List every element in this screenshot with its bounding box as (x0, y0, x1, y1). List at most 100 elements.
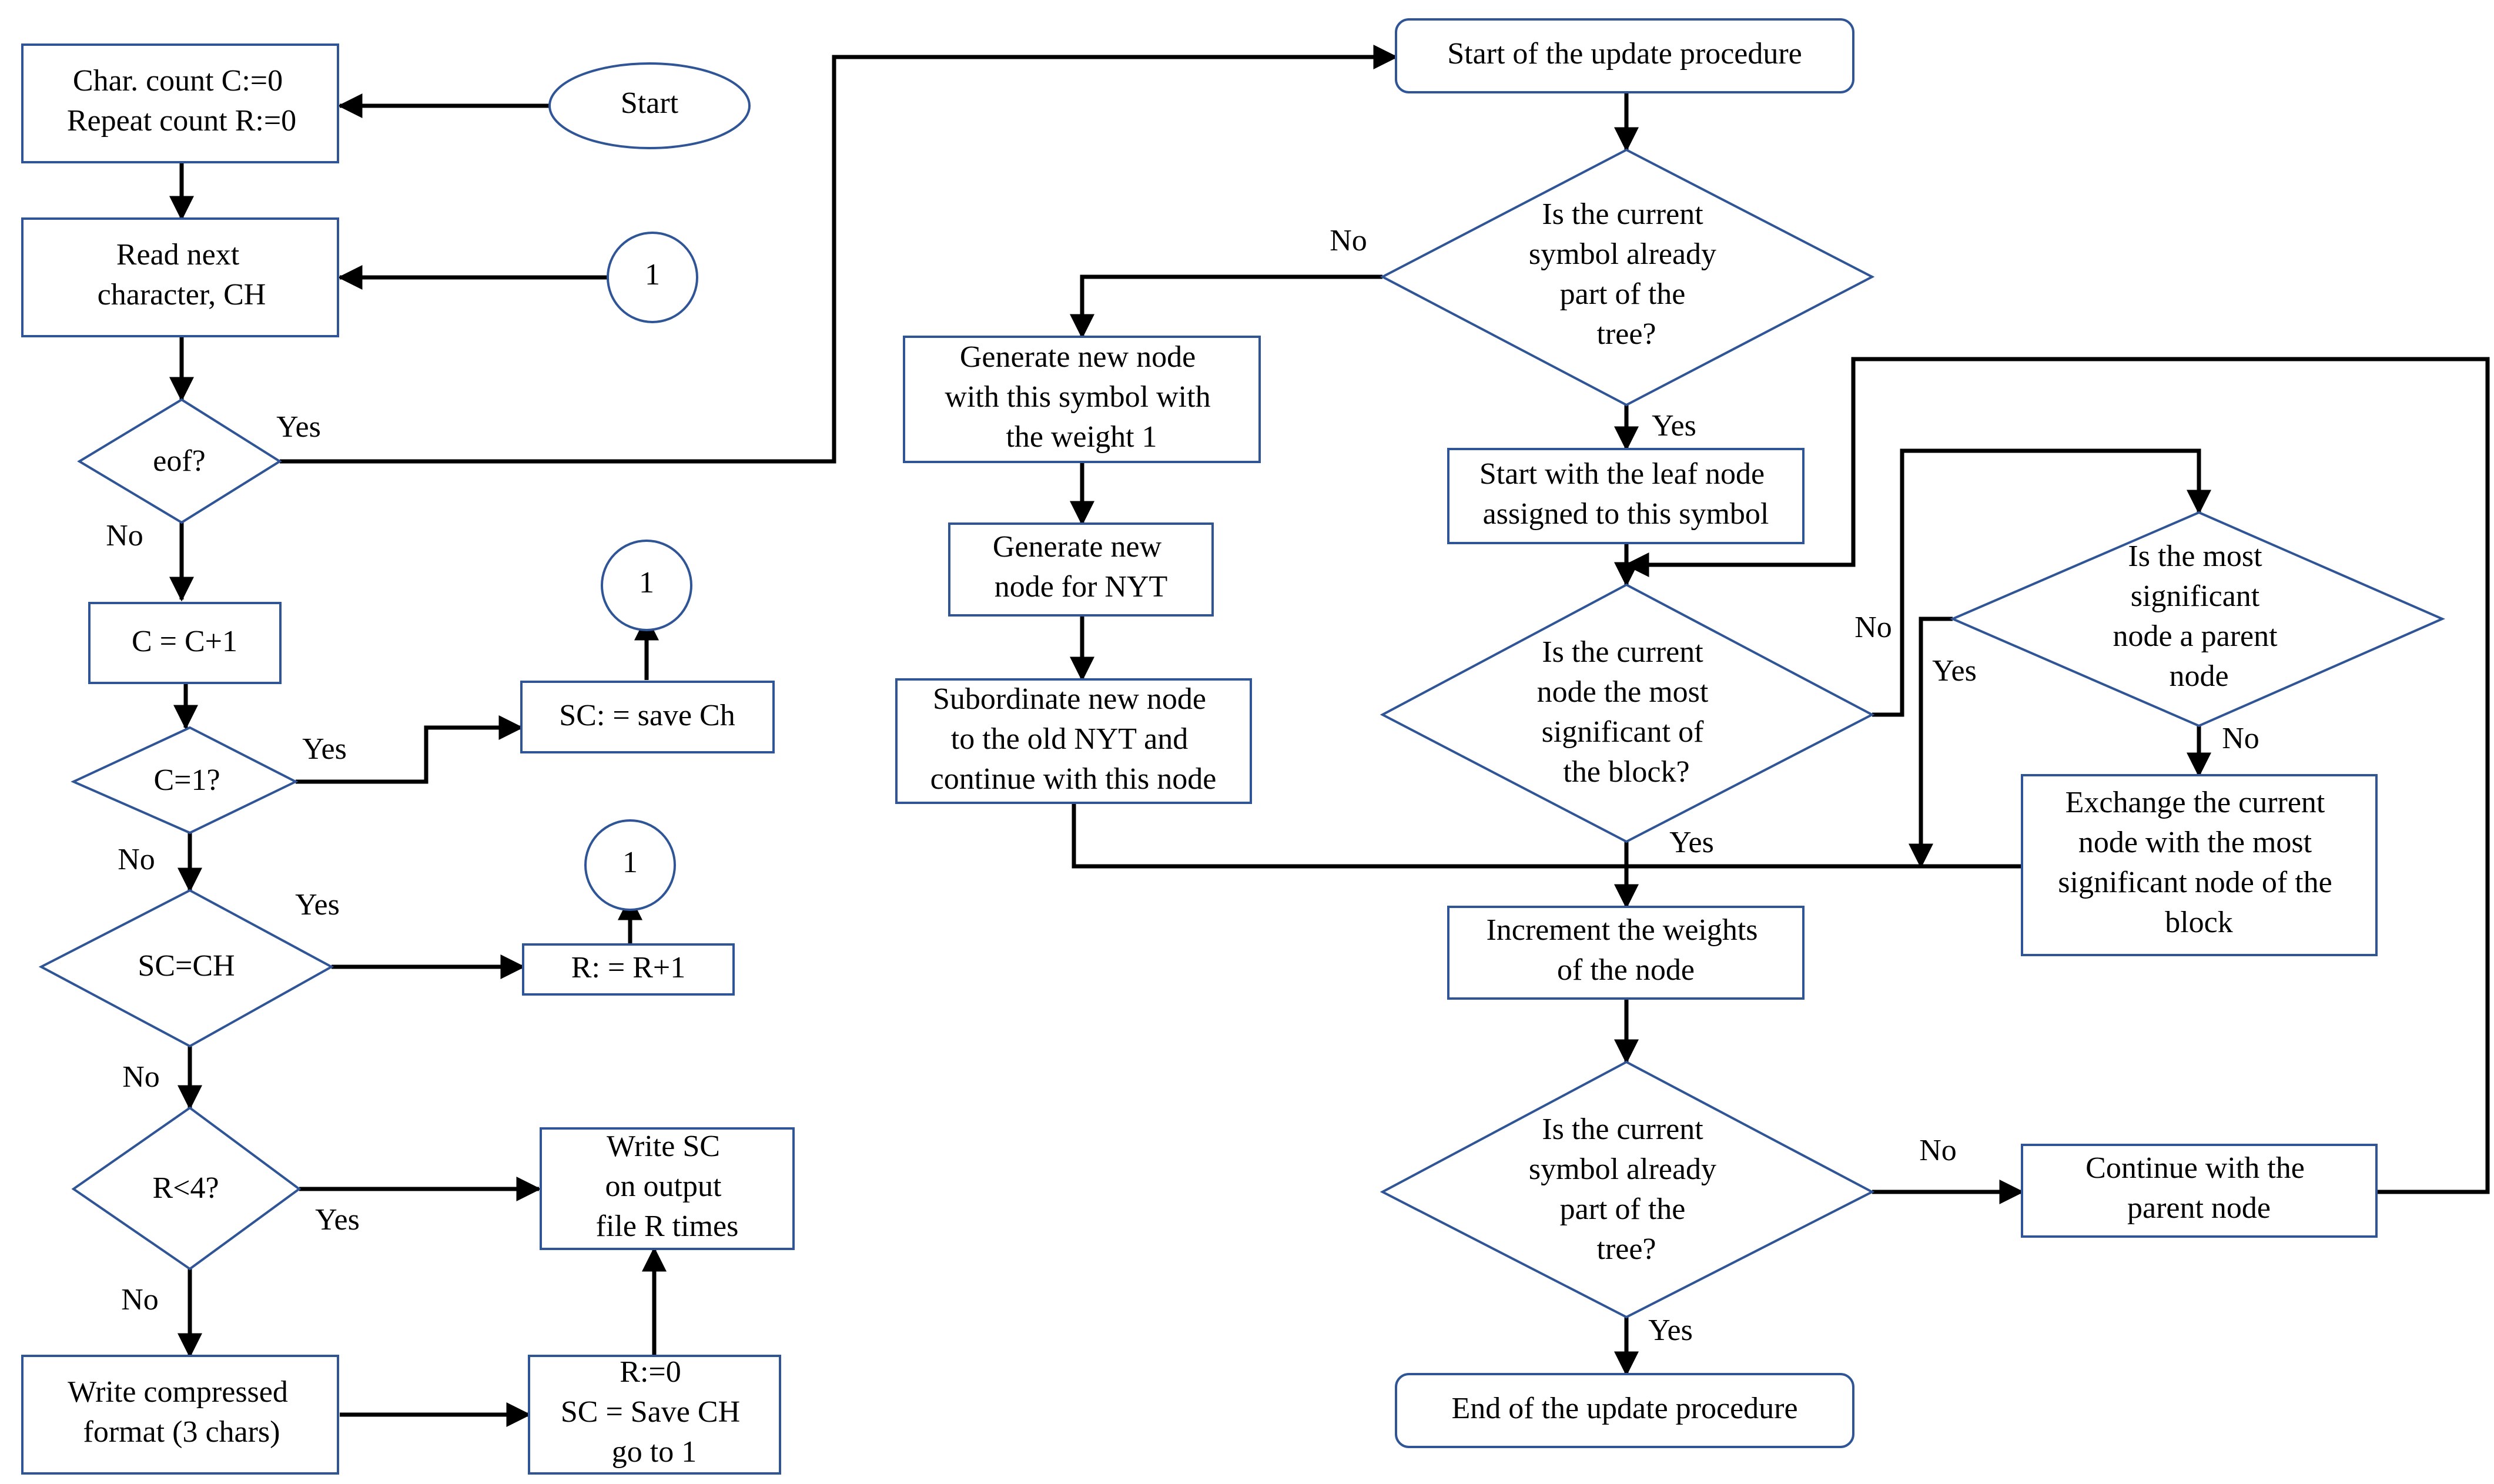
symbol-in-tree-2-decision-diamond (1380, 1060, 1875, 1319)
connector-b-label: 1 (639, 566, 654, 599)
subordinate-line-1: Subordinate new node (933, 682, 1206, 716)
read-label: Read next character, CH (98, 238, 266, 311)
increment-weights-process-box (1447, 906, 1805, 1000)
eof-decision-diamond (77, 398, 282, 524)
update-start-label: Start of the update procedure (1447, 37, 1802, 71)
init-line-1: Char. count C:=0 (73, 64, 283, 98)
generate-nyt-line-2: node for NYT (995, 570, 1168, 604)
eof-yes-label: Yes (276, 410, 321, 444)
edge-c1-yes-to-savech (296, 715, 524, 784)
symbol-in-tree-line-3: part of the (1560, 277, 1686, 311)
tree-yes-label: Yes (1652, 409, 1696, 443)
tree2-no-label: No (1919, 1134, 1957, 1167)
leaf-start-label: Start with the leaf node assigned to thi… (1479, 457, 1772, 531)
generate-node-line-3: the weight 1 (1006, 420, 1157, 454)
scch-no-label: No (122, 1060, 160, 1094)
continue-parent-process-box (2021, 1144, 2378, 1238)
subordinate-line-2: to the old NYT and (951, 722, 1188, 756)
shapes (21, 18, 2445, 1475)
most-significant-block-line-3: significant of (1542, 715, 1705, 749)
connector-a-label: 1 (645, 258, 660, 292)
leaf-start-process-box (1447, 448, 1805, 544)
subordinate-label: Subordinate new node to the old NYT and … (930, 682, 1217, 796)
connector-a-circle (607, 232, 698, 323)
write-sc-label: Write SC on output file R times (596, 1130, 739, 1243)
exchange-line-2: node with the most (2078, 826, 2312, 859)
init-line-2: Repeat count R:=0 (67, 104, 296, 138)
symbol-in-tree-decision-diamond (1380, 148, 1875, 407)
r4-no-label: No (121, 1283, 159, 1316)
generate-nyt-process-box (948, 522, 1214, 617)
edge-block-no-to-parent (1872, 448, 2211, 717)
read-line-2: character, CH (98, 278, 266, 311)
sc-equals-ch-label: SC=CH (138, 949, 235, 983)
symbol-in-tree-2-line-1: Is the current (1542, 1113, 1703, 1146)
write-compressed-label: Write compressed format (3 chars) (68, 1375, 296, 1449)
connector-c-label: 1 (622, 846, 638, 879)
generate-node-line-1: Generate new node (960, 340, 1196, 374)
most-significant-block-line-4: the block? (1563, 755, 1689, 789)
write-sc-process-box (540, 1127, 795, 1250)
subordinate-line-3: continue with this node (930, 762, 1217, 796)
read-process-box (21, 217, 339, 337)
write-sc-line-1: Write SC (607, 1130, 720, 1163)
continue-parent-label: Continue with the parent node (2085, 1151, 2312, 1225)
sc-equals-ch-decision-diamond (38, 889, 334, 1048)
init-process-box (21, 43, 339, 163)
edge-tree-no-to-gennode (1070, 274, 1382, 339)
connector-b-circle (601, 540, 692, 631)
most-significant-block-line-2: node the most (1537, 675, 1709, 709)
leaf-start-line-2: assigned to this symbol (1483, 497, 1769, 531)
continue-parent-line-1: Continue with the (2085, 1151, 2305, 1185)
start-terminator (548, 62, 751, 149)
exchange-line-3: significant node of the (2058, 866, 2332, 899)
update-end-terminator (1395, 1373, 1854, 1448)
save-ch-process-box (520, 681, 775, 753)
symbol-in-tree-2-line-2: symbol already (1529, 1153, 1716, 1186)
write-sc-line-2: on output (605, 1170, 722, 1203)
most-significant-block-decision-diamond (1380, 583, 1875, 843)
symbol-in-tree-line-1: Is the current (1542, 197, 1703, 231)
reset-line-1: R:=0 (620, 1355, 681, 1389)
continue-parent-line-2: parent node (2127, 1191, 2271, 1225)
r-less-than-4-label: R<4? (152, 1171, 219, 1205)
symbol-in-tree-2-label: Is the current symbol already part of th… (1529, 1113, 1724, 1266)
c-increment-process-box (88, 602, 282, 684)
edge-continue-loop-to-block (1624, 357, 2490, 1194)
exchange-process-box (2021, 774, 2378, 956)
c1-yes-label: Yes (302, 732, 347, 766)
symbol-in-tree-2-line-3: part of the (1560, 1192, 1686, 1226)
most-significant-parent-line-2: significant (2131, 579, 2260, 613)
c-increment-label: C = C+1 (132, 625, 237, 658)
generate-node-label: Generate new node with this symbol with … (945, 340, 1218, 454)
symbol-in-tree-line-4: tree? (1596, 317, 1656, 351)
c-equals-1-label: C=1? (153, 763, 220, 797)
generate-nyt-line-1: Generate new (993, 530, 1162, 564)
read-line-1: Read next (116, 238, 240, 272)
reset-process-box (528, 1355, 781, 1475)
r4-yes-label: Yes (315, 1203, 360, 1237)
connectors (169, 45, 2490, 1427)
c1-no-label: No (118, 843, 155, 876)
write-compressed-line-2: format (3 chars) (83, 1415, 280, 1449)
most-significant-parent-line-1: Is the most (2128, 540, 2262, 573)
tree-no-label: No (1330, 224, 1367, 257)
write-compressed-line-1: Write compressed (68, 1375, 288, 1409)
tree2-yes-label: Yes (1648, 1314, 1693, 1347)
generate-node-process-box (903, 336, 1261, 463)
reset-line-3: go to 1 (612, 1435, 697, 1469)
most-significant-parent-line-3: node a parent (2113, 619, 2278, 653)
parent-no-label: No (2222, 722, 2259, 755)
reset-label: R:=0 SC = Save CH go to 1 (561, 1355, 748, 1469)
write-sc-line-3: file R times (596, 1210, 739, 1243)
symbol-in-tree-2-line-4: tree? (1596, 1232, 1656, 1266)
most-significant-parent-decision-diamond (1949, 511, 2445, 728)
block-no-label: No (1854, 611, 1892, 644)
edge-eof-yes-to-update (280, 45, 1398, 464)
write-compressed-process-box (21, 1355, 339, 1475)
symbol-in-tree-label: Is the current symbol already part of th… (1529, 197, 1724, 351)
start-label: Start (621, 86, 679, 120)
reset-line-2: SC = Save CH (561, 1395, 740, 1429)
block-yes-label: Yes (1669, 826, 1714, 859)
